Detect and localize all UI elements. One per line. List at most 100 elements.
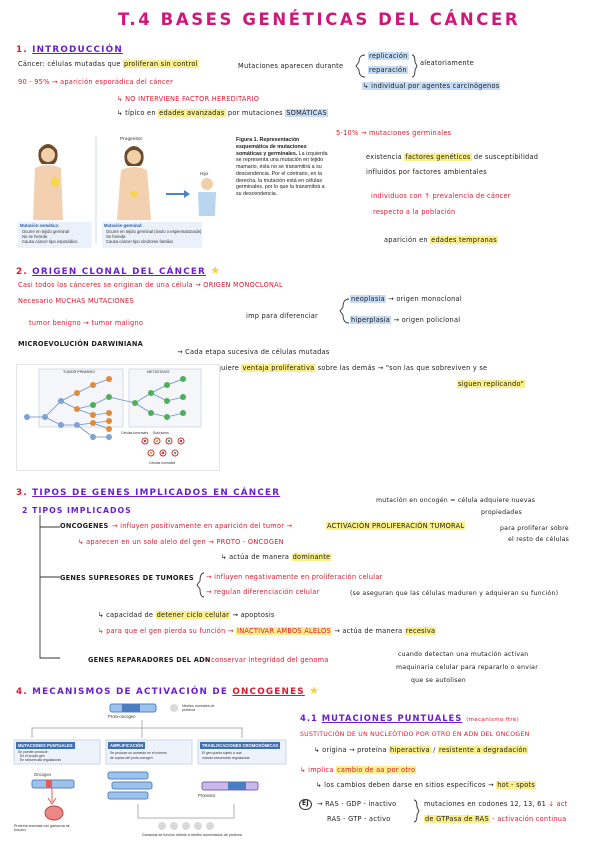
mutation-figure: Progenitor Hijo Mutación somática: Ocurr… xyxy=(16,132,230,250)
figure-caption: Figura 1. Representación esquemática de … xyxy=(236,137,330,198)
point-mutations-heading: 4.1 MUTACIONES PUNTUALES (mecanismo ftre… xyxy=(300,713,519,723)
randomly-label: aleatoriamente xyxy=(420,59,474,67)
section-3-title: TIPOS DE GENES IMPLICADOS EN CÁNCER xyxy=(32,488,281,498)
point-mutations-item-1: Se pueden producir: xyxy=(18,750,49,754)
example-badge: EJ xyxy=(299,799,312,810)
oncogenes-line-1b: ACTIVACIÓN PROLIFERACIÓN TUMORAL xyxy=(326,522,466,531)
translocation-box: TRASLOCACIONES CROMOSÓMICAS xyxy=(200,742,281,749)
suppressor-note: (se aseguran que las células maduren y a… xyxy=(350,590,559,597)
hyperplasia-line: hiperplasia → origen policlonal xyxy=(350,316,461,325)
intro-line-2: 90 - 95% → aparición esporádica del cánc… xyxy=(18,78,174,86)
subclones-label: Subclones xyxy=(153,431,169,435)
point-line-4: ↳ los cambios deben darse en sitios espe… xyxy=(316,781,537,790)
germline-line-3: influidos por factores ambientales xyxy=(366,168,487,176)
oncogenes-line-3: ↳ actúa de manera dominante xyxy=(221,553,332,562)
section-4-number: 4. xyxy=(16,687,28,697)
clonal-line-2: Necesario MUCHAS MUTACIONES xyxy=(18,297,134,305)
darwin-line-2d: → "son las que sobreviven y se xyxy=(377,364,488,372)
germline-item-3: Causa cáncer tipo síndrome familiar xyxy=(106,239,174,244)
section-1-number: 1. xyxy=(16,45,28,55)
darwin-line-2c: sobre las demás xyxy=(317,364,376,372)
darwin-label: MICROEVOLUCIÓN DARWINIANA xyxy=(18,340,143,348)
clonal-tree-drawing xyxy=(24,368,202,457)
point-line-2: ↳ origina → proteína hiperactiva / resis… xyxy=(314,746,529,755)
suppressor-line-4d: recesiva xyxy=(404,627,437,635)
clonal-line-3: tumor benigno ⇝ tumor maligno xyxy=(29,319,144,327)
increased-protein-label: Ganancia de función debido a niveles aum… xyxy=(142,833,242,837)
germline-line-5: respecto a la población xyxy=(373,208,456,216)
translocation-item-2: nuevas secuencias reguladoras xyxy=(202,756,250,760)
page-title: T.4 BASES GENÉTICAS DEL CÁNCER xyxy=(118,10,521,29)
primary-tumor-label: TUMOR PRIMARIO xyxy=(63,370,95,374)
oncogenes-line-2: ↳ aparecen en un solo alelo del gen → PR… xyxy=(78,538,284,546)
germline-line-2: existencia factores genéticos de suscept… xyxy=(366,153,538,162)
somatic-title: Mutación somática: xyxy=(20,223,60,228)
ras-codons-text: mutaciones en codones 12, 13, 61 xyxy=(424,800,547,808)
germline-line-6: aparición en edades tempranas xyxy=(384,236,498,245)
amplification-item-2: de copias del proto-oncogen xyxy=(110,756,153,760)
right-brace-1 xyxy=(411,54,418,78)
ras-gtpase-text: de GTPasa de RAS xyxy=(424,815,490,823)
differentiate-label: imp para diferenciar xyxy=(246,312,319,320)
section-3-heading: 3. TIPOS DE GENES IMPLICADOS EN CÁNCER xyxy=(16,488,280,498)
left-brace-3 xyxy=(196,572,205,598)
ras-gtpase: de GTPasa de RAS - activación continua xyxy=(424,815,566,824)
repair-genes-line-1: → conservar integridad del genoma xyxy=(203,656,329,664)
somatic-item-2: No se hereda xyxy=(22,234,48,239)
darwin-line-2: adquiere ventaja proliferativa sobre las… xyxy=(208,364,488,373)
point-mutations-number: 4.1 xyxy=(300,713,318,723)
oncogenes-line-1b-text: ACTIVACIÓN PROLIFERACIÓN TUMORAL xyxy=(326,522,466,530)
progenitor-label: Progenitor xyxy=(120,137,143,142)
point-mutations-title: MUTACIONES PUNTUALES xyxy=(321,713,463,723)
point-line-3b: cambio de aa por otro xyxy=(336,766,417,774)
section-2-number: 2. xyxy=(16,267,28,277)
replication-text: replicación xyxy=(368,52,409,60)
right-brace-4 xyxy=(413,799,420,823)
section-1-heading: 1. INTRODUCCIÓN xyxy=(16,45,123,55)
neoplasia-text: neoplasia xyxy=(350,295,386,303)
suppressor-line-4: ↳ para que el gen pierda su función → IN… xyxy=(98,627,437,636)
two-types-label: 2 TIPOS IMPLICADOS xyxy=(22,506,132,515)
repair-label: reparación xyxy=(368,66,408,75)
ras-active: RAS - GTP - activo xyxy=(327,815,391,823)
oncogenes-line-3b: dominante xyxy=(291,553,332,561)
carcinogens-text: ↳ individual por agentes carcinógenos xyxy=(362,82,501,90)
intro-line-1a: Cáncer: células mutadas que xyxy=(18,60,121,68)
child-label: Hijo xyxy=(200,172,209,177)
section-2-title: ORIGEN CLONAL DEL CÁNCER xyxy=(32,267,207,277)
section-3-number: 3. xyxy=(16,488,28,498)
oncogene-note-1: mutación en oncogén = célula adquiere nu… xyxy=(376,497,536,504)
suppressor-label: GENES SUPRESORES DE TUMORES xyxy=(60,574,194,582)
germline-line-2a: existencia xyxy=(366,153,402,161)
repair-note-1: cuando detectan una mutación activan xyxy=(398,651,529,658)
promoter-label: Promotor xyxy=(198,793,216,798)
intro-line-1b: proliferan sin control xyxy=(123,60,199,68)
darwin-line-3: siguen replicando" xyxy=(457,380,526,389)
clonal-evolution-figure: TUMOR PRIMARIO METÁSTASIS Células tumora… xyxy=(16,364,220,471)
germline-line-2b: factores genéticos xyxy=(404,153,472,161)
point-line-2c: / xyxy=(433,746,436,754)
germline-line-1: 5-10% → mutaciones germinales xyxy=(336,129,452,137)
proto-oncogene-label: Proto-oncogen xyxy=(108,714,136,719)
section-1-title: INTRODUCCIÓN xyxy=(32,45,123,55)
point-line-1: SUSTITUCIÓN DE UN NUCLEÓTIDO POR OTRO EN… xyxy=(300,731,530,738)
intro-line-1: Cáncer: células mutadas que proliferan s… xyxy=(18,60,199,69)
repair-note-3: que se autolisen xyxy=(411,677,466,684)
suppressor-line-1: → influyen negativamente en proliferació… xyxy=(206,573,383,581)
left-brace-1 xyxy=(355,54,366,78)
clonal-line-1: Casi todos los cánceres se originan de u… xyxy=(18,281,283,289)
oncogene-figure-drawing xyxy=(13,703,287,830)
section-2-heading: 2. ORIGEN CLONAL DEL CÁNCER ★ xyxy=(16,264,221,277)
translocation-item-1: El gen queda sujeto a una xyxy=(202,751,242,755)
point-line-2b: hiperactiva xyxy=(389,746,431,754)
germline-title: Mutación germinal: xyxy=(104,223,143,228)
point-line-2d: resistente a degradación xyxy=(437,746,529,754)
darwin-line-1: → Cada etapa sucesiva de células mutadas xyxy=(177,348,330,356)
mutations-line: Mutaciones aparecen durante xyxy=(238,62,344,70)
suppressor-line-4b: INACTIVAR AMBOS ALELOS xyxy=(236,627,332,635)
darwin-line-2a: adquiere xyxy=(208,364,240,372)
hyperplasia-result: → origen policlonal xyxy=(393,316,461,324)
hyperplasia-text: hiperplasia xyxy=(350,316,392,324)
germline-item-1: Ocurre en tejido germinal (óvulo o esper… xyxy=(106,229,202,234)
oncogene-fig-label: Oncogen xyxy=(34,772,51,777)
